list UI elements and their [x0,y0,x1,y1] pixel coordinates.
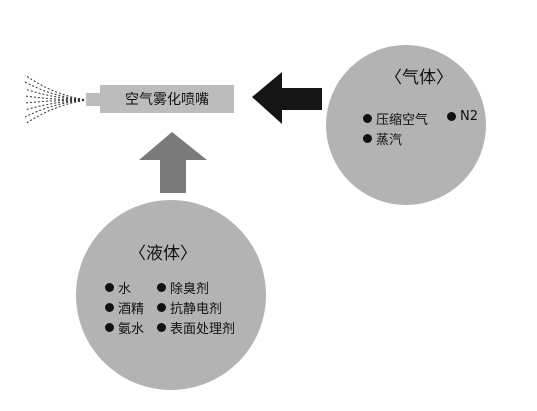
gas-circle [326,45,486,205]
liquid-item-label: 除臭剂 [170,282,210,297]
liquid-item-label: 水 [118,282,132,297]
liquid-item-label: 氨水 [118,322,145,337]
gas-arrow [252,72,322,124]
gas-title: 〈气体〉 [385,68,453,88]
gas-item-steam: 蒸汽 [363,129,402,148]
spray-pattern [24,74,89,125]
bullet-icon [363,114,372,123]
bullet-icon [105,323,114,332]
gas-item-label: N2 [460,109,478,124]
liquid-circle [76,200,266,390]
liquid-item-label: 表面处理剂 [170,322,236,337]
gas-item-compressed-air: 压缩空气 [363,109,428,128]
bullet-icon [105,283,114,292]
gas-item-label: 蒸汽 [376,133,403,148]
liquid-item-surface-treatment: 表面处理剂 [157,318,235,337]
bullet-icon [363,134,372,143]
gas-item-n2: N2 [447,109,478,124]
bullet-icon [157,303,166,312]
nozzle-label: 空气雾化喷嘴 [125,92,209,108]
bullet-icon [105,303,114,312]
bullet-icon [447,112,456,121]
liquid-item-label: 酒精 [118,302,145,317]
liquid-arrow [139,132,207,193]
liquid-item-deodorant: 除臭剂 [157,278,209,297]
nozzle-body [100,85,234,113]
nozzle-tip [86,93,102,106]
bullet-icon [157,283,166,292]
gas-item-label: 压缩空气 [376,113,429,128]
liquid-item-label: 抗静电剂 [170,302,223,317]
bullet-icon [157,323,166,332]
liquid-item-alcohol: 酒精 [105,298,144,317]
liquid-title: 〈液体〉 [129,244,197,264]
liquid-item-water: 水 [105,278,131,297]
liquid-item-antistatic: 抗静电剂 [157,298,222,317]
liquid-item-ammonia: 氨水 [105,318,144,337]
